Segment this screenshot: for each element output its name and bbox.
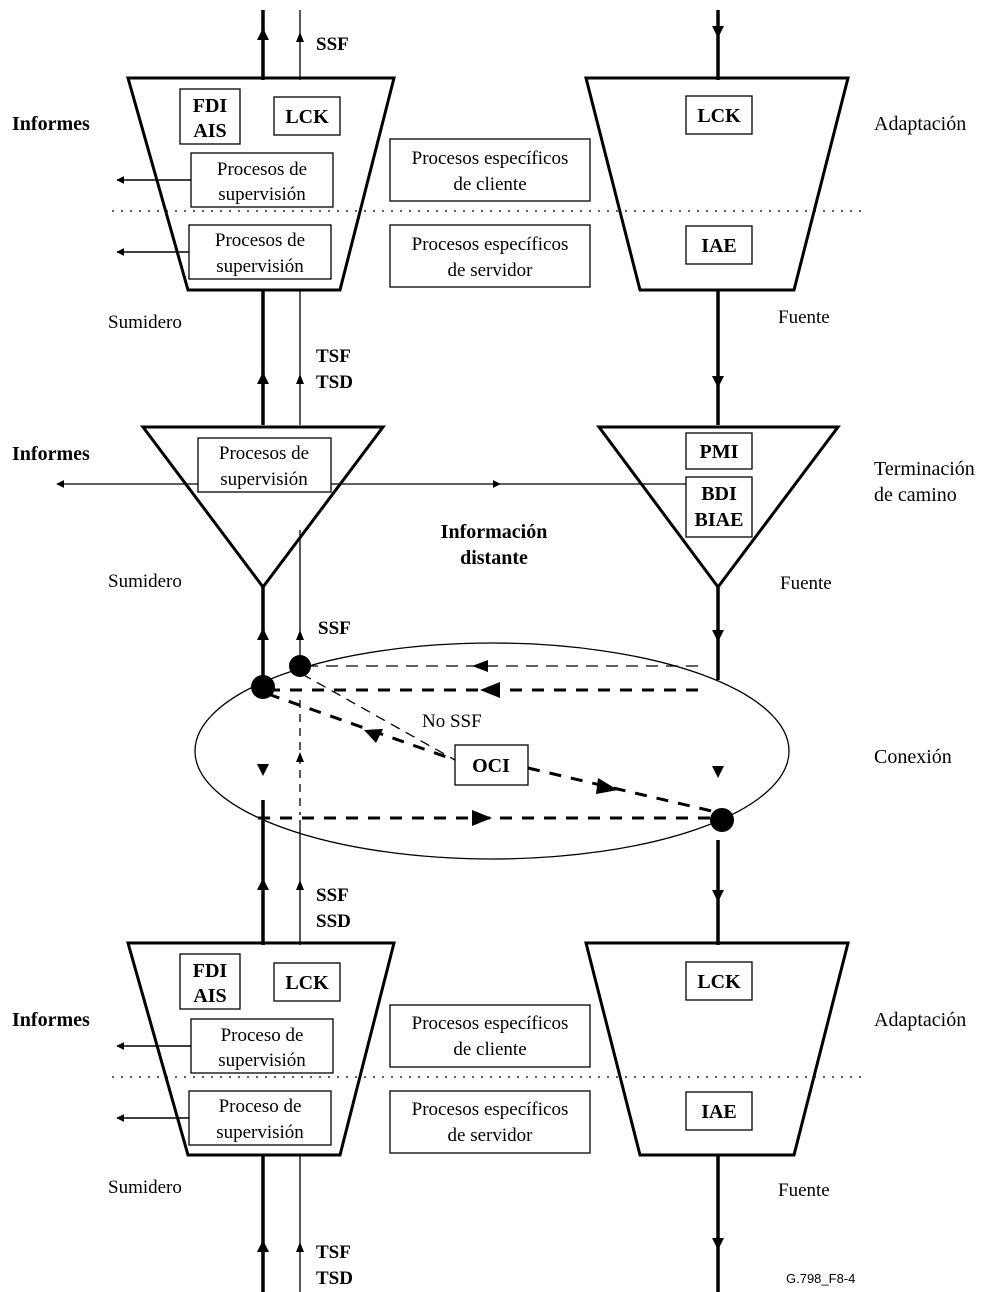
trail-signal-tsf: TSF: [316, 346, 351, 367]
bottom-signal-tsd: TSD: [316, 1268, 353, 1289]
top-server-processes-box: [389, 224, 591, 288]
bottom-sink-lck-label: LCK: [285, 972, 329, 994]
top-sink-adaptation-trapezoid: [126, 76, 396, 292]
top-fdi-label: FDI: [193, 95, 228, 117]
connection-oci-to-source-thick: [527, 766, 717, 814]
connection-point-status: [289, 655, 311, 677]
connection-ssf-return-arrowhead: [472, 660, 488, 672]
bottom-sink-adaptation-trapezoid: [126, 941, 396, 1157]
bottom-server-processes-l2: de servidor: [448, 1125, 534, 1146]
connection-no-ssf-label: No SSF: [422, 711, 482, 732]
bottom-sink-supervision-lower-l1: Proceso de: [219, 1096, 302, 1117]
top-source-lck-label: LCK: [697, 105, 741, 127]
connection-signal-ssf: SSF: [318, 618, 351, 639]
trail-biae-label: BIAE: [695, 509, 744, 531]
bottom-client-processes-l2: de cliente: [453, 1039, 526, 1060]
top-server-processes-l2: de servidor: [448, 260, 534, 281]
bottom-adaptation-label: Adaptación: [874, 1009, 966, 1031]
remote-info-l1: Información: [441, 521, 548, 543]
connection-ellipse: [194, 642, 790, 860]
trail-supervision-box: [197, 437, 332, 493]
top-client-processes-box: [389, 138, 591, 202]
connection-upper-thick-arrowhead: [480, 682, 500, 698]
top-server-processes-l1: Procesos específicos: [412, 234, 569, 255]
top-source-label: Fuente: [778, 307, 830, 328]
bottom-source-iae-box: [685, 1091, 753, 1131]
bottom-signal-ssd: SSD: [316, 911, 351, 932]
top-sink-lck-label: LCK: [285, 106, 329, 128]
trail-layer-l1: Terminación: [874, 458, 975, 480]
bottom-source-iae-label: IAE: [701, 1101, 737, 1123]
top-signal-ssf: SSF: [316, 34, 349, 55]
top-reports-label: Informes: [12, 113, 90, 135]
bottom-source-label: Fuente: [778, 1180, 830, 1201]
bottom-signal-ssf: SSF: [316, 885, 349, 906]
connection-oci-source-arrowhead: [596, 778, 618, 794]
remote-info-l2: distante: [460, 547, 528, 569]
top-fdi-ais-box: [179, 88, 241, 145]
bottom-source-lck-label: LCK: [697, 971, 741, 993]
trail-supervision-l2: supervisión: [220, 469, 308, 490]
top-source-iae-label: IAE: [701, 235, 737, 257]
connection-diagonal-oci-thick: [267, 692, 456, 762]
top-sink-label: Sumidero: [108, 312, 182, 333]
bottom-source-adaptation-trapezoid: [584, 941, 850, 1157]
bottom-fdi-ais-box: [179, 953, 241, 1010]
bottom-sink-supervision-upper-l1: Proceso de: [221, 1025, 304, 1046]
bottom-reports-label: Informes: [12, 1009, 90, 1031]
connection-point-source: [710, 808, 734, 832]
bottom-sink-lck-box: [273, 962, 341, 1002]
bottom-client-processes-l1: Procesos específicos: [412, 1013, 569, 1034]
connection-oci-box: [454, 744, 529, 786]
bottom-server-processes-box: [389, 1090, 591, 1154]
top-source-adaptation-trapezoid: [584, 76, 850, 292]
top-sink-supervision-lower-l1: Procesos de: [215, 230, 305, 251]
bottom-ais-label: AIS: [193, 985, 226, 1007]
trail-source-label: Fuente: [780, 573, 832, 594]
top-client-processes-l1: Procesos específicos: [412, 148, 569, 169]
figure-id-label: G.798_F8-4: [786, 1271, 855, 1286]
signal-direction-arrows: [257, 26, 724, 1252]
connection-diagonal-arrowhead: [364, 729, 383, 743]
trail-sink-label: Sumidero: [108, 571, 182, 592]
trail-sink-triangle: [140, 425, 386, 590]
trail-pmi-box: [685, 432, 753, 470]
top-sink-supervision-upper-box: [190, 152, 334, 208]
trail-reports-label: Informes: [12, 443, 90, 465]
connection-lower-thick-arrowhead: [472, 810, 492, 826]
top-sink-supervision-lower-l2: supervisión: [216, 256, 304, 277]
trail-source-triangle: [596, 425, 841, 590]
top-sink-lck-box: [273, 96, 341, 136]
bottom-sink-supervision-lower-box: [188, 1090, 332, 1146]
trail-signal-tsd: TSD: [316, 372, 353, 393]
bottom-fdi-label: FDI: [193, 960, 228, 982]
trail-bdi-label: BDI: [701, 483, 737, 505]
bottom-sink-supervision-lower-l2: supervisión: [216, 1122, 304, 1143]
bottom-source-lck-box: [685, 961, 753, 1001]
trail-supervision-l1: Procesos de: [219, 443, 309, 464]
top-ais-label: AIS: [193, 120, 226, 142]
trail-pmi-label: PMI: [700, 441, 739, 463]
top-source-lck-box: [685, 95, 753, 135]
trail-bdi-biae-box: [685, 476, 753, 538]
bottom-sink-supervision-upper-l2: supervisión: [218, 1050, 306, 1071]
bottom-server-processes-l1: Procesos específicos: [412, 1099, 569, 1120]
connection-diagonal-no-ssf: [301, 673, 456, 761]
top-source-iae-box: [685, 225, 753, 265]
bottom-signal-tsf: TSF: [316, 1242, 351, 1263]
connection-point-sink: [251, 675, 275, 699]
bottom-client-processes-box: [389, 1004, 591, 1068]
trail-layer-l2: de camino: [874, 484, 957, 506]
top-client-processes-l2: de cliente: [453, 174, 526, 195]
top-adaptation-label: Adaptación: [874, 113, 966, 135]
top-sink-supervision-upper-l1: Procesos de: [217, 159, 307, 180]
top-sink-supervision-upper-l2: supervisión: [218, 184, 306, 205]
connection-layer-label: Conexión: [874, 746, 952, 768]
top-sink-supervision-lower-box: [188, 224, 332, 280]
bottom-sink-label: Sumidero: [108, 1177, 182, 1198]
connection-oci-label: OCI: [472, 755, 510, 777]
